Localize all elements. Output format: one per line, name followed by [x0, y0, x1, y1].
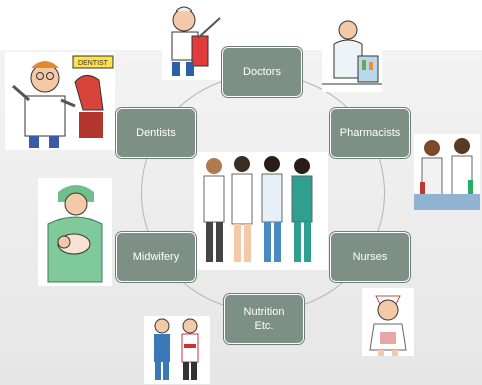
node-dentists: Dentists	[116, 108, 196, 158]
node-nutrition: Nutrition Etc.	[224, 294, 304, 344]
nutrition-staff-illustration	[144, 316, 210, 384]
medical-team-illustration	[194, 152, 328, 270]
nurse-illustration	[362, 288, 414, 356]
pharmacist-illustration	[322, 14, 382, 92]
node-pharmacists: Pharmacists	[330, 108, 410, 158]
node-nurses: Nurses	[330, 232, 410, 282]
midwife-illustration	[38, 178, 112, 286]
node-midwifery: Midwifery	[116, 232, 196, 282]
pharmacy-staff-illustration	[414, 134, 480, 210]
dentist-sign-text: DENTIST	[78, 60, 109, 67]
dentist-illustration: DENTIST	[5, 52, 115, 150]
doctor-illustration	[162, 2, 228, 80]
node-doctors: Doctors	[222, 47, 302, 97]
